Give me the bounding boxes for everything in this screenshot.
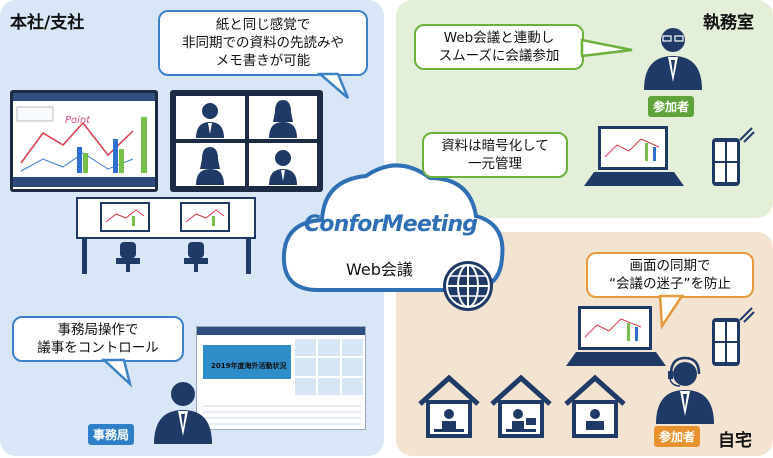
laptop-base	[566, 352, 666, 366]
web-link-bubble: Web会議と連動し スムーズに会議参加	[414, 24, 584, 70]
house-icon	[490, 374, 552, 438]
chart-thumbnail: Point	[13, 93, 155, 187]
wifi-icon	[739, 307, 755, 323]
headquarters-title: 本社/支社	[10, 13, 85, 33]
secretariat-bubble: 事務局操作で 議事をコントロール	[12, 316, 184, 362]
home-title: 自宅	[718, 431, 752, 451]
laptop-base	[584, 172, 684, 186]
cloud-caption: Web会議	[346, 260, 413, 279]
svg-text:Point: Point	[65, 115, 91, 126]
video-conference-screen	[170, 90, 323, 192]
house-icon	[418, 374, 480, 438]
home-smartphone	[712, 318, 740, 366]
home-participant-icon	[656, 356, 714, 424]
participant-icon	[268, 150, 297, 185]
video-tile	[176, 143, 245, 186]
cloud-logo: ConforMeeting	[304, 212, 478, 237]
participant-icon	[268, 100, 297, 138]
sync-bubble: 画面の同期で “会議の迷子”を防止	[586, 252, 754, 298]
presentation-monitor: Point	[10, 90, 158, 192]
paper-like-bubble: 紙と同じ感覚で 非同期での資料の先読みや メモ書きが可能	[158, 10, 368, 76]
bubble-tail	[316, 72, 350, 99]
cloud-shape	[281, 163, 505, 292]
video-tile	[248, 143, 317, 186]
home-participant-tag: 参加者	[654, 426, 701, 447]
home-laptop	[578, 306, 652, 350]
bubble-tail	[100, 358, 133, 388]
office-laptop	[598, 126, 668, 170]
office-title: 執務室	[703, 13, 754, 33]
secretariat-screen: 2019年度海外活動状況	[196, 326, 366, 430]
encrypted-bubble: 資料は暗号化して 一元管理	[422, 132, 568, 178]
participant-icon	[196, 103, 224, 138]
screen-title: 2019年度海外活動状況	[211, 362, 287, 370]
house-icon	[564, 374, 626, 438]
secretariat-tag: 事務局	[88, 424, 135, 445]
secretariat-person-icon	[154, 382, 212, 444]
wifi-icon	[739, 127, 755, 143]
monitor-screen: Point	[13, 93, 155, 189]
office-participant-icon	[644, 28, 702, 90]
table-legs-and-chairs	[82, 238, 251, 274]
office-smartphone	[712, 138, 740, 186]
video-tile	[176, 96, 245, 139]
tablet	[180, 202, 230, 232]
globe-icon	[443, 261, 493, 311]
participant-icon	[196, 147, 224, 185]
video-tile	[248, 96, 317, 139]
tablet	[100, 202, 150, 232]
office-participant-tag: 参加者	[648, 96, 695, 117]
bubble-tail	[580, 38, 633, 58]
bubble-tail	[658, 294, 685, 330]
